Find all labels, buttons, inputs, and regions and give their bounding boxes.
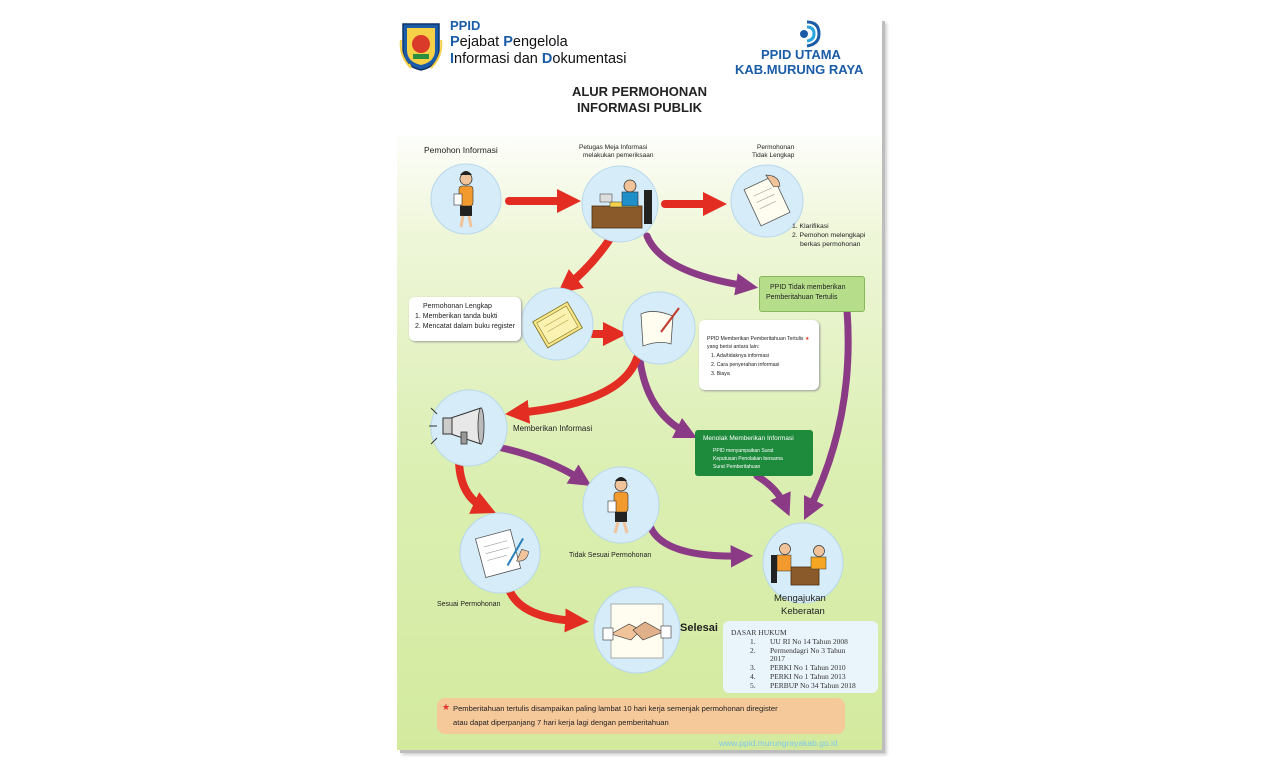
ppid-tidak-line-1: PPID Tidak memberikan [770,284,846,291]
arrow-menolak-to-keberatan [753,472,791,517]
ppid-utama-label: PPID UTAMA [761,47,841,62]
law-num: 3. [750,663,756,672]
person-icon [453,171,474,228]
arrow-quill-to-megaphone [505,354,641,424]
header-initial: D [541,51,553,67]
dasar-hukum-title: DASAR HUKUM [731,628,787,637]
arrow-ppid-tidak-to-keberatan [803,306,852,521]
document-hand-icon [743,174,791,227]
kab-murung-raya-label: KAB.MURUNG RAYA [735,62,864,77]
dasar-hukum-box: DASAR HUKUM 1. UU RI No 14 Tahun 2008 2.… [723,621,878,693]
menolak-item: Surat Pemberitahuan [713,464,761,470]
header-initial: P [450,34,460,50]
law-text: 2017 [770,654,785,663]
menolak-item: Keputusan Penolakan bersama [713,456,783,462]
label-memberikan: Memberikan Informasi [513,424,593,433]
red-arrows [455,189,727,633]
arrow-petugas-to-lengkap [557,232,616,294]
title-line-2: INFORMASI PUBLIK [577,100,702,115]
pemberitahuan-item: 3. Biaya [711,371,730,377]
footnote-star-icon: ★ [442,702,451,712]
signing-paper-icon [475,529,529,578]
pemberitahuan-sub: yang berisi antara lain: [707,344,760,350]
lengkap-item: 1. Memberikan tanda bukti [415,313,498,320]
label-tidak-lengkap-1: Permohonan [757,144,795,151]
label-tidak-lengkap-2: Tidak Lengkap [752,152,795,159]
star-icon: ★ [804,336,810,342]
menolak-box: Menolak Memberikan Informasi PPID menyam… [695,430,813,476]
folder-icon [532,301,583,349]
arrow-quill-to-menolak [636,356,698,439]
label-selesai: Selesai [680,622,718,634]
person2-icon [607,477,629,534]
label-petugas-1: Petugas Meja Informasi [579,144,648,151]
header-word-rest: nformasi dan [454,51,542,67]
footnote-box: ★ Pemberitahuan tertulis disampaikan pal… [437,698,845,734]
desk-officer-icon [591,179,652,229]
pemberitahuan-item: 1. Ada/tidaknya informasi [711,353,769,359]
footnote-line-1: Pemberitahuan tertulis disampaikan palin… [453,704,778,713]
poster-header [397,18,882,136]
label-tidak-sesuai: Tidak Sesuai Permohonan [569,552,652,559]
arrow-megaphone-to-tidak-sesuai [498,444,592,486]
footnote-line-2: atau dapat diperpanjang 7 hari kerja lag… [453,718,669,727]
law-text: Permendagri No 3 Tahun [770,646,846,655]
law-num: 2. [750,646,756,655]
menolak-title: Menolak Memberikan Informasi [703,435,794,442]
title-line-1: ALUR PERMOHONAN [571,84,708,99]
header-initial: P [503,34,513,50]
pemberitahuan-title-text: PPID Memberikan Pemberitahuan Tertulis [707,336,804,342]
quill-paper-icon [640,307,680,347]
ppid-label: PPID [450,18,481,33]
header-word-rest: okumentasi [552,51,627,67]
pemberitahuan-title: PPID Memberikan Pemberitahuan Tertulis ★ [707,336,810,342]
header-word-rest: engelola [512,34,568,50]
arrow-tidak-sesuai-to-keberatan [645,519,754,568]
pemberitahuan-note: PPID Memberikan Pemberitahuan Tertulis ★… [699,320,819,390]
law-num: 5. [750,681,756,690]
label-keberatan-2: Keberatan [781,606,825,617]
ppid-tidak-line-2: Pemberitahuan Tertulis [766,294,838,301]
ppid-tidak-box: PPID Tidak memberikan Pemberitahuan Tert… [759,276,865,312]
meeting-icon [771,543,827,586]
law-text: UU RI No 14 Tahun 2008 [770,637,848,646]
flow-diagram [429,163,852,674]
header-word-rest: ejabat [459,34,504,50]
purple-arrows [498,232,852,568]
klarifikasi-item: 1. Klarifikasi [792,223,829,230]
label-sesuai: Sesuai Permohonan [437,601,501,608]
handshake-icon [602,603,672,659]
arrow-petugas-to-ppid-tidak [643,232,759,296]
lengkap-item: 2. Mencatat dalam buku register [415,323,515,330]
klarifikasi-item: berkas permohonan [800,241,861,248]
label-pemohon: Pemohon Informasi [424,145,498,155]
law-text: PERBUP No 34 Tahun 2018 [770,681,856,690]
circle-keberatan [762,522,844,604]
kominfo-logo-icon [800,20,821,48]
poster: PPID Pejabat Pengelola Informasi dan Dok… [397,18,882,750]
law-text: PERKI No 1 Tahun 2010 [770,663,846,672]
lengkap-note: Permohonan Lengkap 1. Memberikan tanda b… [409,297,521,341]
label-keberatan-1: Mengajukan [774,593,826,604]
header-line-1: Pejabat Pengelola [450,34,568,50]
label-petugas-2: melakukan pemeriksaan [583,152,654,159]
klarifikasi-item: 2. Pemohon melengkapi [792,232,866,239]
law-text: PERKI No 1 Tahun 2013 [770,672,846,681]
law-num: 1. [750,637,756,646]
law-num: 4. [750,672,756,681]
regency-emblem-icon [399,23,443,71]
header-initial: I [450,51,455,67]
website-link[interactable]: www.ppid.murungrayakab.go.id [719,738,838,748]
lengkap-title: Permohonan Lengkap [423,303,492,310]
menolak-item: PPID menyampaikan Surat [713,448,774,454]
megaphone-icon [429,407,485,445]
header-line-2: Informasi dan Dokumentasi [450,51,627,67]
pemberitahuan-item: 2. Cara penyerahan informasi [711,362,780,368]
